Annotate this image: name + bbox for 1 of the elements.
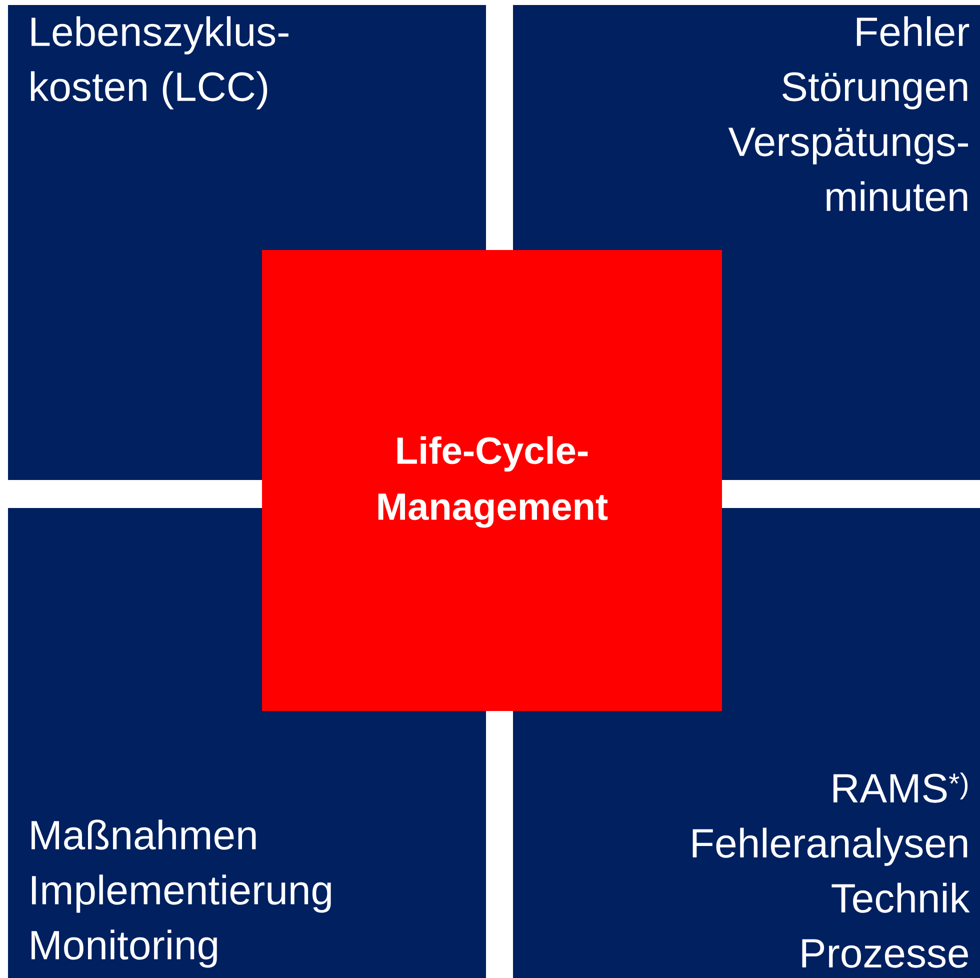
center-square: Life-Cycle- Management	[262, 250, 722, 711]
